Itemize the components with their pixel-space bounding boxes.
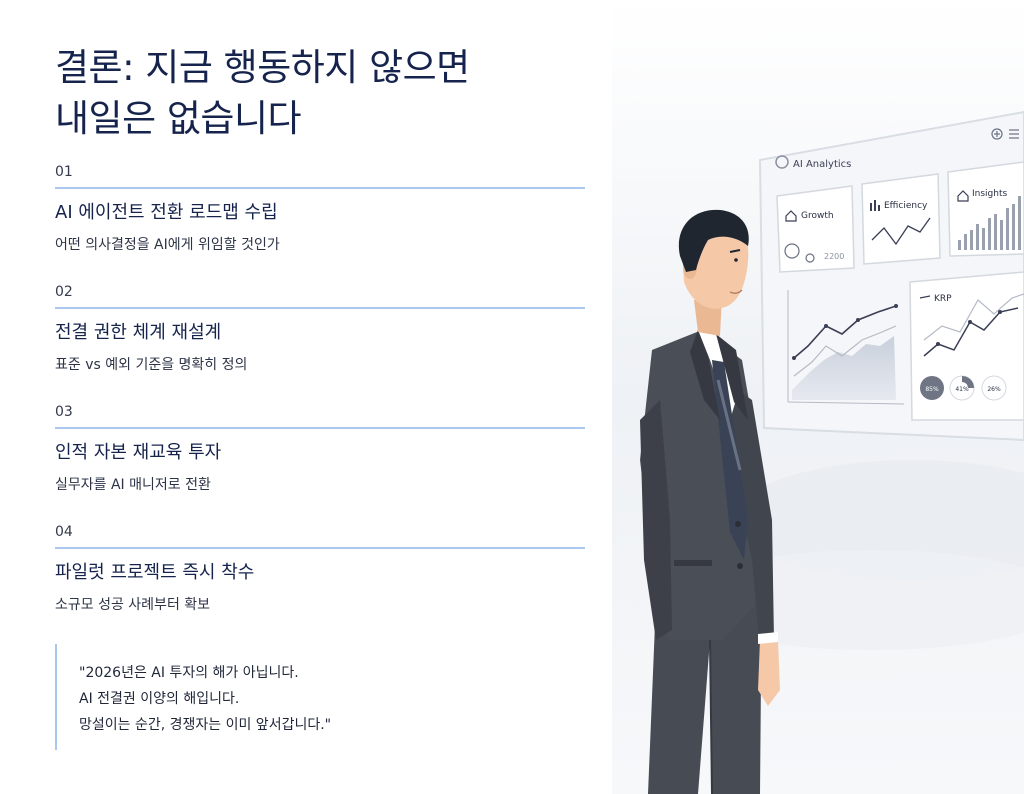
divider [55,547,585,549]
illustration-svg: AI Analytics Growth 2200 [612,0,1024,794]
growth-card [776,185,855,273]
quote-line: AI 전결권 이양의 해입니다. [79,691,240,707]
growth-value: 2200 [824,252,844,261]
list-item: 02 전결 권한 체계 재설계 표준 vs 예외 기준을 명확히 정의 [55,283,585,375]
list-item: 04 파일럿 프로젝트 즉시 착수 소규모 성공 사례부터 확보 [55,523,585,615]
quote-line: 망설이는 순간, 경쟁자는 이미 앞서갑니다." [79,717,332,733]
bar-chart-icon [870,200,880,211]
growth-label: Growth [801,211,834,221]
donut-41: 41% [949,375,975,401]
quote-line: "2026년은 AI 투자의 해가 아닙니다. [79,665,299,681]
donut-label: 26% [987,386,1001,393]
item-number: 02 [55,284,73,300]
button-detail [737,563,743,569]
add-icon [991,128,1003,140]
insights-label: Insights [972,189,1007,199]
item-heading: AI 에이전트 전환 로드맵 수립 [55,202,278,223]
hand [758,640,780,706]
background-wave [732,460,1024,580]
divider [55,187,585,189]
tie [712,360,748,560]
divider [55,427,585,429]
item-heading: 인적 자본 재교육 투자 [55,442,222,463]
donut-label: 85% [925,386,939,393]
list-item: 01 AI 에이전트 전환 로드맵 수립 어떤 의사결정을 AI에게 위임할 것… [55,163,585,255]
divider [55,307,585,309]
button-detail [735,521,741,527]
dashboard-title: AI Analytics [793,159,851,170]
item-number: 01 [55,164,73,180]
page-title: 결론: 지금 행동하지 않으면 내일은 없습니다 [55,46,470,140]
item-description: 소규모 성공 사례부터 확보 [55,597,211,613]
menu-icon [1009,129,1019,139]
insights-icon [957,190,969,202]
dashboard-panel: AI Analytics Growth 2200 [758,110,1024,442]
item-heading: 전결 권한 체계 재설계 [55,322,222,343]
quote-block: "2026년은 AI 투자의 해가 아닙니다. AI 전결권 이양의 해입니다.… [55,644,499,750]
insights-card [947,161,1024,257]
efficiency-card [861,173,941,265]
line-chart [787,290,905,405]
item-number: 03 [55,404,73,420]
logo-icon [775,155,789,169]
donut-label: 41% [955,386,969,393]
businessman-illustration: AI Analytics Growth 2200 [612,0,1024,794]
item-number: 04 [55,524,73,540]
home-icon [785,210,797,222]
list-item: 03 인적 자본 재교육 투자 실무자를 AI 매니저로 전환 [55,403,585,495]
item-description: 실무자를 AI 매니저로 전환 [55,477,211,493]
donut-26: 26% [981,375,1007,401]
person-icon [784,243,800,259]
hair [678,209,749,272]
businessman [640,209,780,794]
efficiency-label: Efficiency [884,201,928,211]
item-description: 어떤 의사결정을 AI에게 위임할 것인가 [55,237,280,253]
item-heading: 파일럿 프로젝트 즉시 착수 [55,562,255,583]
krp-label: KRP [934,294,952,304]
item-description: 표준 vs 예외 기준을 명확히 정의 [55,357,248,373]
donut-85: 85% [920,376,944,400]
